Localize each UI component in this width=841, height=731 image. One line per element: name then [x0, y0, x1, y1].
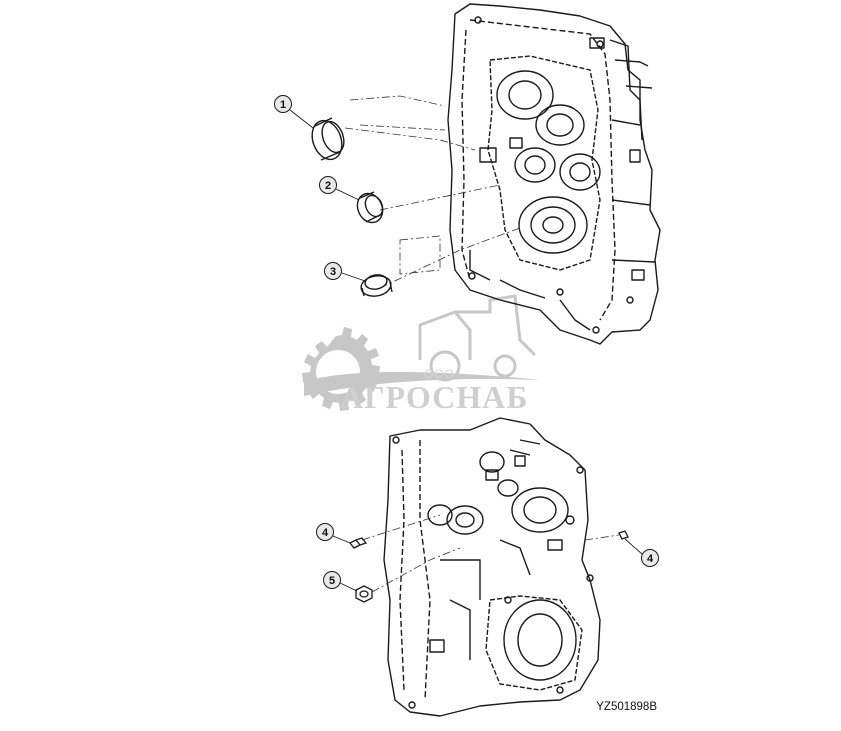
- callout-2: 2: [319, 176, 337, 194]
- callout-5: 5: [323, 571, 341, 589]
- callout-leader-lines: [289, 109, 643, 592]
- callout-4a: 4: [316, 523, 334, 541]
- part-ring-2: [356, 191, 384, 224]
- harvester-icon: [418, 294, 537, 382]
- part-ring-1: [311, 117, 345, 161]
- lower-transmission-housing: [383, 417, 601, 717]
- part-plug-4-right: [618, 530, 629, 540]
- part-plug-4-left: [348, 537, 368, 549]
- watermark-company: ООО: [424, 367, 455, 381]
- part-ring-3: [360, 274, 393, 297]
- part-nut-5: [355, 585, 373, 603]
- callout-5-label: 5: [329, 575, 335, 587]
- assembly-guide-lines: [344, 95, 521, 289]
- callout-4b-label: 4: [647, 553, 654, 565]
- callout-1-label: 1: [280, 99, 286, 111]
- upper-transmission-housing: [447, 3, 661, 345]
- watermark-brand: АГРОСНАБ: [340, 379, 528, 415]
- watermark-swoosh: [304, 371, 540, 396]
- callout-4b: 4: [641, 549, 659, 567]
- callout-2-label: 2: [325, 180, 331, 192]
- callout-1: 1: [274, 95, 292, 113]
- callout-3: 3: [324, 262, 342, 280]
- watermark-logo: ООО АГРОСНАБ: [302, 294, 540, 415]
- figure-id: YZ501898B: [596, 701, 657, 713]
- callout-4a-label: 4: [322, 527, 329, 539]
- hardware-guide-lines: [361, 514, 620, 593]
- callout-3-label: 3: [330, 266, 336, 278]
